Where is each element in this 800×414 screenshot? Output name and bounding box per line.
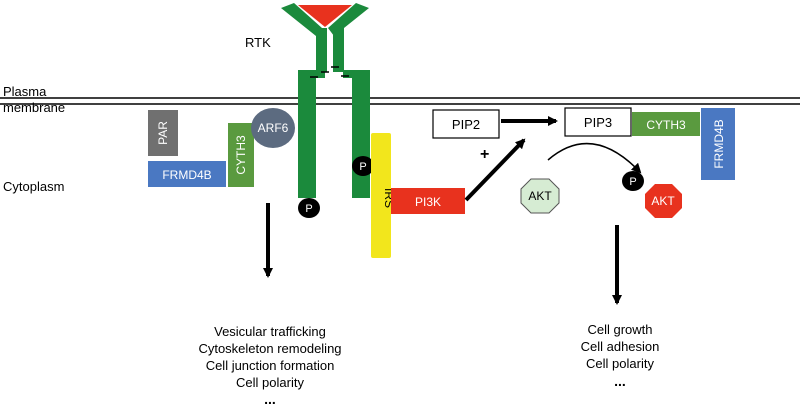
akt-inactive-label: AKT	[528, 189, 552, 203]
akt-active-octagon	[645, 184, 682, 218]
irs-box	[371, 133, 391, 258]
phospho-badge	[298, 198, 320, 218]
phospho-badge	[352, 156, 374, 176]
left-outcomes: Vesicular trafficking Cytoskeleton remod…	[198, 324, 341, 407]
cytoplasm-label: Cytoplasm	[3, 179, 64, 194]
outcome-item: Cell adhesion	[581, 339, 660, 354]
outcome-ellipsis: ...	[264, 391, 276, 407]
pi3k-to-pip3-arrow	[464, 138, 526, 202]
right-outcomes: Cell growth Cell adhesion Cell polarity …	[581, 322, 660, 389]
ligand	[298, 5, 352, 27]
akt-active-label: AKT	[651, 194, 675, 208]
phospho-badge	[622, 171, 644, 191]
pip3-label: PIP3	[584, 115, 612, 130]
outcome-item: Cell junction formation	[206, 358, 335, 373]
outcome-item: Vesicular trafficking	[214, 324, 326, 339]
plasma-membrane-label-2: membrane	[3, 100, 65, 115]
pi3k-label: PI3K	[415, 195, 441, 209]
par-label: PAR	[156, 121, 170, 145]
plasma-membrane-label: Plasma	[3, 84, 47, 99]
par-box	[148, 110, 178, 156]
cyth3-left-box	[228, 123, 254, 187]
frmd4b-left-box	[148, 161, 226, 187]
akt-inactive-octagon	[520, 178, 560, 214]
rtk-label: RTK	[245, 35, 271, 50]
cyth3-right-box	[632, 112, 700, 136]
arf6-oval	[251, 108, 295, 148]
akt-activation-arrow	[547, 142, 642, 174]
pip2-box	[432, 109, 500, 139]
outcome-item: Cytoskeleton remodeling	[198, 341, 341, 356]
pip2-label: PIP2	[452, 117, 480, 132]
plus-sign: +	[480, 146, 489, 163]
pi3k-box	[391, 188, 465, 214]
arf6-label: ARF6	[258, 121, 289, 135]
outcome-item: Cell polarity	[586, 356, 654, 371]
phospho-label: P	[629, 176, 636, 188]
frmd4b-right-box	[701, 108, 735, 180]
outcome-ellipsis: ...	[614, 373, 626, 389]
outcome-item: Cell polarity	[236, 375, 304, 390]
pip3-box	[564, 107, 632, 137]
cyth3-left-label: CYTH3	[234, 135, 248, 175]
frmd4b-right-label: FRMD4B	[712, 119, 726, 168]
phospho-label: P	[305, 203, 312, 215]
outcome-item: Cell growth	[587, 322, 652, 337]
cyth3-right-label: CYTH3	[646, 118, 686, 132]
phospho-label: P	[359, 161, 366, 173]
frmd4b-left-label: FRMD4B	[162, 168, 211, 182]
